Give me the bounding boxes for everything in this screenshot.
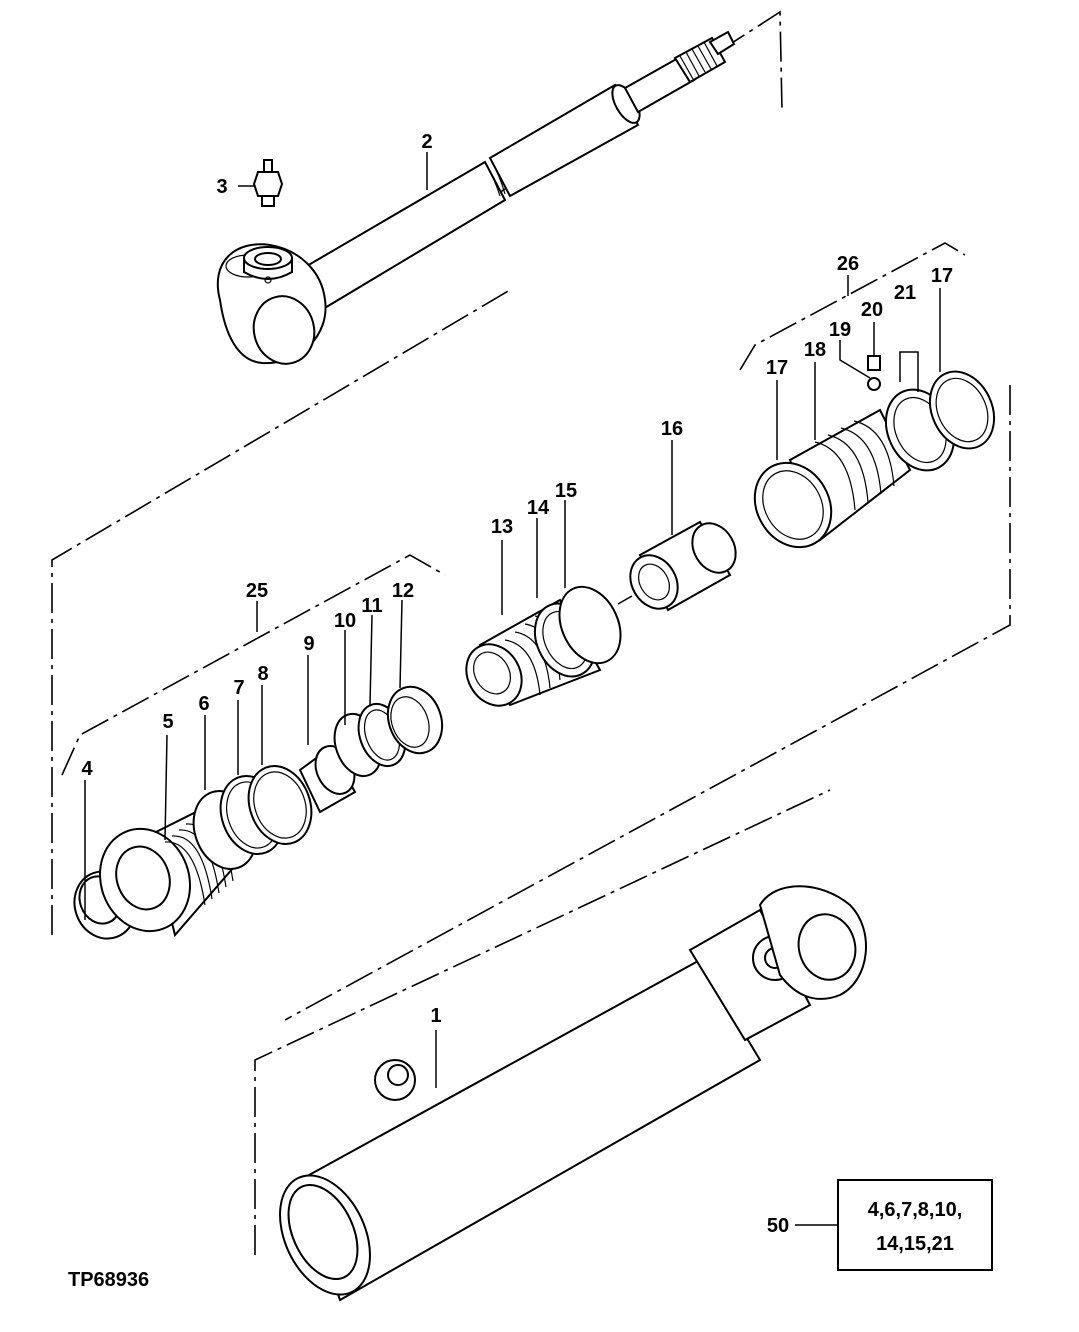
- callout-16: 16: [661, 418, 683, 440]
- seal-8: [247, 765, 313, 845]
- callout-6: 6: [198, 693, 209, 715]
- spacer-16: [629, 520, 737, 612]
- set-screw-20: [867, 355, 881, 391]
- callout-9: 9: [303, 633, 314, 655]
- callout-17-right: 17: [931, 265, 953, 287]
- o-ring-15: [558, 585, 622, 665]
- callout-50: 50: [767, 1215, 789, 1237]
- callout-11: 11: [361, 595, 382, 617]
- figure-id: TP68936: [68, 1269, 149, 1291]
- callout-26: 26: [837, 253, 859, 275]
- callout-14: 14: [527, 497, 550, 519]
- callout-25: 25: [246, 580, 268, 602]
- callout-13: 13: [491, 516, 513, 538]
- callout-18: 18: [804, 339, 826, 361]
- callout-2: 2: [421, 131, 432, 153]
- seal-kit-line-2: 14,15,21: [876, 1233, 954, 1255]
- ring-12: [386, 685, 444, 755]
- callout-labels: 1 2 3 4 5 6 7 8 9 10 11 12 25 13 14 15 1…: [81, 131, 953, 1237]
- callout-3: 3: [216, 176, 227, 198]
- callout-20: 20: [861, 299, 883, 321]
- piston-18: [753, 408, 912, 549]
- callout-12: 12: [392, 580, 414, 602]
- callout-5: 5: [162, 711, 173, 733]
- callout-10: 10: [334, 610, 356, 632]
- callout-1: 1: [430, 1005, 441, 1027]
- leader-lines: [84, 152, 941, 1226]
- seal-kit-line-1: 4,6,7,8,10,: [868, 1199, 963, 1221]
- piston-kit-boundary: [284, 242, 1011, 1021]
- cylinder-barrel: [254, 789, 867, 1302]
- callout-21: 21: [894, 282, 916, 304]
- callout-15: 15: [555, 480, 577, 502]
- piston-rod: [216, 10, 783, 365]
- gland-kit-boundary: [51, 289, 511, 935]
- callout-19: 19: [829, 319, 851, 341]
- callout-4: 4: [81, 758, 93, 780]
- seal-kit-box: 4,6,7,8,10, 14,15,21: [837, 1179, 993, 1271]
- callout-7: 7: [233, 677, 244, 699]
- callout-8: 8: [257, 663, 268, 685]
- callout-17-left: 17: [766, 357, 788, 379]
- grease-fitting: [238, 159, 284, 207]
